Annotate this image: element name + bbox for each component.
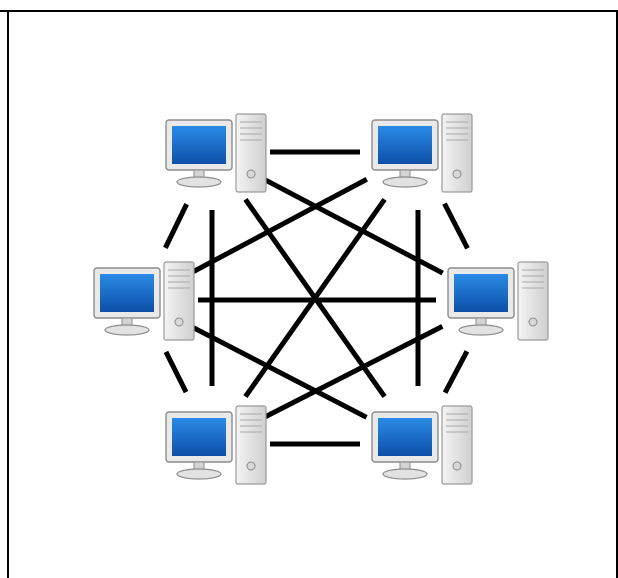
frame-top-border [0,10,618,12]
node-bottom-right [371,405,473,485]
link-top-right-to-middle-right [442,202,470,250]
link-middle-right-to-bottom-right [442,350,470,394]
desktop-computer-icon [371,405,473,485]
node-top-left [165,113,267,193]
link-top-right-to-middle-left [190,177,368,275]
link-middle-left-to-bottom-right [190,324,368,420]
frame-left-border [7,10,9,578]
desktop-computer-icon [93,261,195,341]
link-middle-right-to-bottom-left [262,324,444,420]
desktop-computer-icon [165,113,267,193]
node-middle-left [93,261,195,341]
frame-right-border [616,10,618,578]
link-middle-left-to-bottom-left [163,350,189,394]
links-layer [163,149,470,447]
node-bottom-left [165,405,267,485]
node-top-right [371,113,473,193]
node-middle-right [447,261,549,341]
link-top-left-to-middle-right [262,176,444,276]
desktop-computer-icon [165,405,267,485]
link-top-left-to-middle-left [163,203,189,249]
desktop-computer-icon [371,113,473,193]
desktop-computer-icon [447,261,549,341]
